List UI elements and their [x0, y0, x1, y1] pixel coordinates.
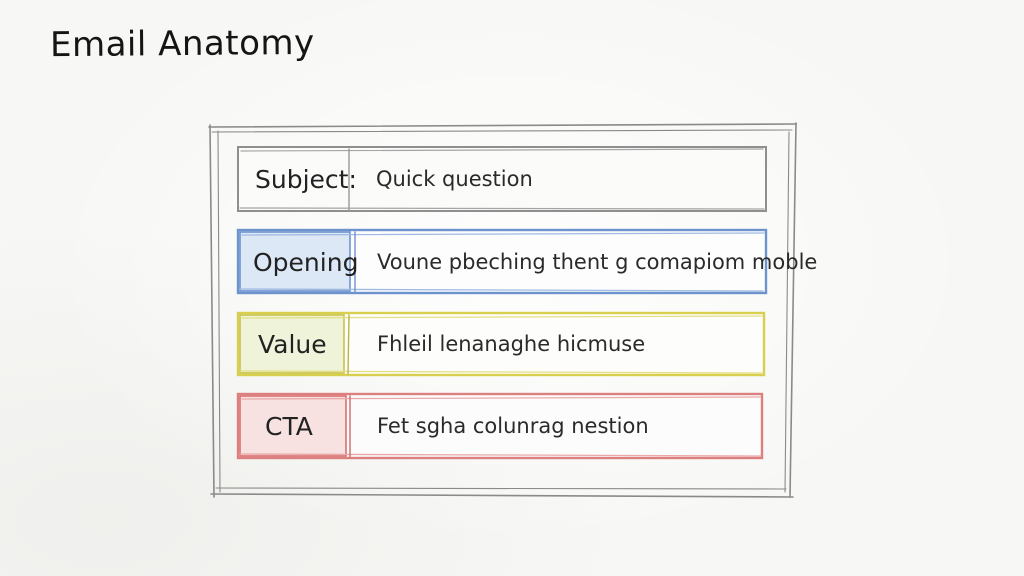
row-opening-box: [236, 228, 768, 295]
row-value-box: [236, 311, 766, 377]
subject-text: Quick question: [376, 167, 533, 191]
value-text: Fhleil lenanaghe hicmuse: [377, 332, 646, 356]
row-opening: Opening Voune pbeching thent g comapiom …: [0, 234, 1024, 290]
row-cta-box: [236, 392, 764, 460]
cta-text: Fet sgha colunrag nestion: [377, 414, 649, 438]
row-cta: CTA Fet sgha colunrag nestion: [0, 398, 1024, 454]
opening-text: Voune pbeching thent g comapiom moble: [377, 250, 818, 274]
row-subject-box: [237, 146, 767, 212]
row-value: Value Fhleil lenanaghe hicmuse: [0, 316, 1024, 372]
subject-label: Subject:: [255, 164, 357, 194]
value-label: Value: [258, 329, 327, 359]
row-subject: Subject: Quick question: [0, 151, 1024, 207]
cta-label: CTA: [265, 411, 313, 441]
opening-label: Opening: [253, 247, 359, 277]
outer-frame: [208, 122, 797, 498]
